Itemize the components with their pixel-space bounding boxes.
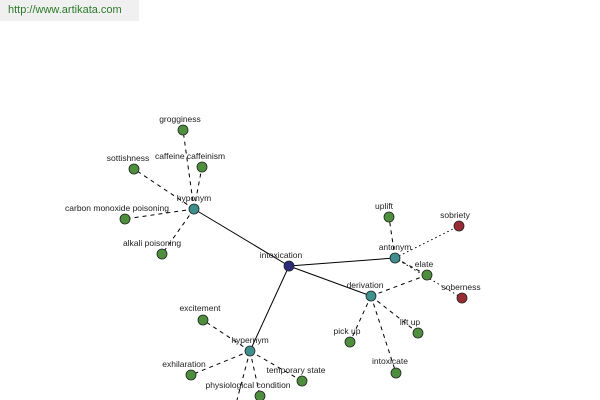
graph-nodes <box>119 124 468 400</box>
edge-hyponym-grogginess <box>182 129 195 210</box>
graph-edges <box>124 129 463 400</box>
edge-center-hypernym <box>249 265 290 352</box>
label-alkali-poisoning: alkali poisoning <box>123 238 181 248</box>
edge-derivation-pickup <box>349 295 372 343</box>
label-uplift: uplift <box>375 201 394 211</box>
node-hypernym[interactable] <box>244 345 256 357</box>
label-exhilaration: exhilaration <box>162 359 206 369</box>
node-sottishness[interactable] <box>128 163 140 175</box>
node-caffeine-caffeinism[interactable] <box>196 161 208 173</box>
node-derivation[interactable] <box>365 290 377 302</box>
label-grogginess: grogginess <box>159 114 201 124</box>
node-grogginess[interactable] <box>177 124 189 136</box>
label-elate: elate <box>415 259 434 269</box>
node-excitement[interactable] <box>197 314 209 326</box>
edge-antonym-uplift <box>388 216 396 259</box>
edge-hyponym-alkali <box>161 208 195 255</box>
label-excitement: excitement <box>179 303 221 313</box>
node-physiological-condition[interactable] <box>254 390 266 400</box>
node-sobriety[interactable] <box>453 220 465 232</box>
edge-hypernym-exhilaration <box>190 350 251 376</box>
graph-labels: intoxication hyponym hypernym antonym de… <box>65 114 481 390</box>
label-intoxicate: intoxicate <box>372 356 408 366</box>
node-soberness[interactable] <box>456 292 468 304</box>
node-exhilaration[interactable] <box>185 369 197 381</box>
label-temporary-state: temporary state <box>266 365 325 375</box>
node-lift-up[interactable] <box>412 327 424 339</box>
label-intoxication: intoxication <box>260 250 303 260</box>
node-center[interactable] <box>283 260 295 272</box>
label-sottishness: sottishness <box>107 153 150 163</box>
edge-center-derivation <box>288 265 372 297</box>
edge-hypernym-temporary <box>249 350 303 382</box>
edge-hyponym-carbon <box>124 208 195 220</box>
edge-center-antonym <box>288 257 396 267</box>
node-carbon-monoxide-poisoning[interactable] <box>119 213 131 225</box>
node-uplift[interactable] <box>383 211 395 223</box>
url-bar: http://www.artikata.com <box>0 0 139 21</box>
node-pick-up[interactable] <box>344 336 356 348</box>
label-physiological-condition: physiological condition <box>205 380 290 390</box>
edge-derivation-elate <box>370 274 428 297</box>
node-intoxicate[interactable] <box>390 367 402 379</box>
node-hyponym[interactable] <box>188 203 200 215</box>
edge-hypernym-excitement <box>202 319 251 352</box>
label-caffeine-caffeinism: caffeine caffeinism <box>155 151 225 161</box>
edge-center-hyponym <box>193 208 290 267</box>
node-alkali-poisoning[interactable] <box>156 248 168 260</box>
edge-hypernym-offscreen <box>236 350 251 400</box>
label-antonym: antonym <box>379 242 412 252</box>
label-derivation: derivation <box>347 280 384 290</box>
label-sobriety: sobriety <box>440 210 471 220</box>
edge-derivation-liftup <box>370 295 419 334</box>
edge-hyponym-caffeine <box>193 166 203 210</box>
edge-antonym-sobriety <box>394 225 460 259</box>
label-soberness: soberness <box>441 282 480 292</box>
edge-derivation-intoxicate <box>370 295 397 374</box>
label-pick-up: pick up <box>334 326 361 336</box>
site-url-link[interactable]: http://www.artikata.com <box>8 4 122 16</box>
edge-antonym-elate <box>394 257 428 276</box>
node-elate[interactable] <box>421 269 433 281</box>
label-hypernym: hypernym <box>231 335 268 345</box>
label-hyponym: hyponym <box>177 193 212 203</box>
label-carbon-monoxide-poisoning: carbon monoxide poisoning <box>65 203 169 213</box>
label-lift-up: lift up <box>400 317 421 327</box>
node-temporary-state[interactable] <box>296 375 308 387</box>
node-antonym[interactable] <box>389 252 401 264</box>
